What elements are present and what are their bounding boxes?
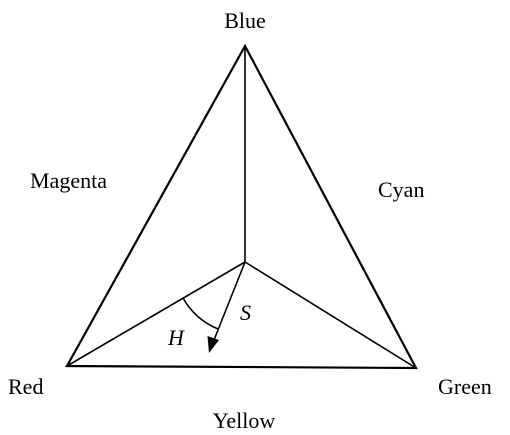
vertex-label-red: Red (8, 374, 43, 399)
saturation-arrowhead (207, 336, 219, 353)
saturation-label: S (240, 300, 251, 325)
center-to-green-line (244, 261, 417, 369)
saturation-vector (211, 261, 246, 346)
hue-angle-arc (182, 297, 219, 330)
side-label-yellow: Yellow (213, 408, 276, 433)
side-label-magenta: Magenta (30, 168, 107, 193)
color-triangle (65, 43, 418, 370)
vertex-label-blue: Blue (224, 8, 266, 33)
side-label-cyan: Cyan (378, 177, 424, 202)
center-to-red-line (66, 261, 246, 367)
hue-label: H (167, 325, 185, 350)
vertex-label-green: Green (438, 374, 492, 399)
